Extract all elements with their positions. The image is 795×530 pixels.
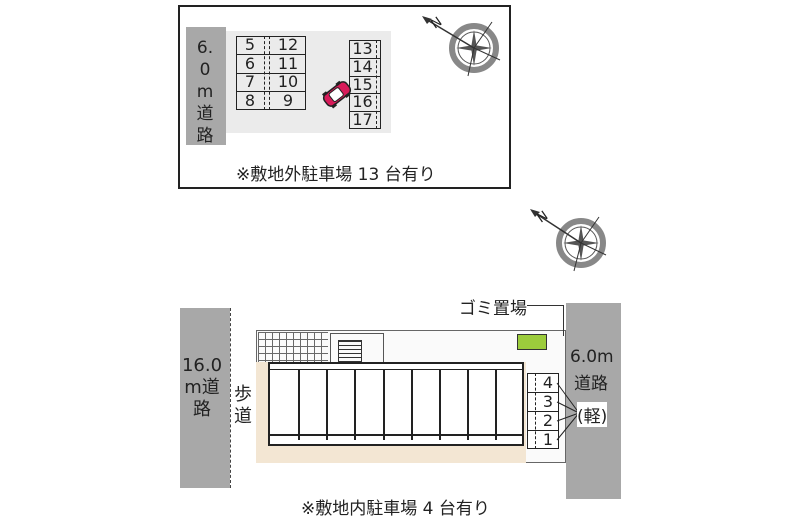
top-parking-lot [226,31,391,133]
unit-divider [354,370,356,440]
onsite-parking-caption: ※敷地内駐車場 4 台有り [301,499,490,519]
parking-slot-17: 17 [352,110,373,129]
parking-slot-16: 16 [352,92,373,111]
parking-slot-14: 14 [352,57,373,76]
top-road [186,27,226,145]
parking-slot-9: 9 [282,91,294,110]
garbage-area [517,334,547,350]
parking-grid-left: 5 12 6 11 7 10 8 9 [236,36,306,110]
parking-space-4: 4 [542,373,554,392]
parking-slot-11: 11 [277,54,299,73]
car-icon [322,80,352,109]
corridor-line [268,369,524,370]
apartment-building [268,362,524,446]
unit-divider [467,370,469,440]
parking-slot-13: 13 [352,39,373,58]
parking-space-2: 2 [542,411,554,430]
side-road-label-2: 道路 [574,374,608,394]
unit-divider [298,370,300,440]
unit-divider [411,370,413,440]
kei-car-label: (軽) [577,402,608,427]
top-road-label: 6.0m道路 [196,38,214,146]
parking-grid-right: 13 14 15 16 17 [349,40,381,129]
unit-divider [326,370,328,440]
parking-slot-6: 6 [244,54,256,73]
garbage-label-leader [527,305,564,336]
unit-divider [495,370,497,440]
unit-divider [439,370,441,440]
kei-leader-lines [556,382,580,441]
parking-slot-7: 7 [244,72,256,91]
fence-grid [258,332,328,362]
sidewalk [230,308,257,488]
parking-slot-15: 15 [352,75,373,94]
parking-slot-8: 8 [244,91,256,110]
parking-slot-5: 5 [244,35,256,54]
parking-space-3: 3 [542,392,554,411]
side-road [566,303,621,499]
parking-slot-10: 10 [277,72,299,91]
offsite-parking-panel [178,5,511,189]
parking-slot-12: 12 [277,35,299,54]
offsite-parking-caption: ※敷地外駐車場 13 台有り [236,165,436,185]
compass-icon-bottom [530,209,607,272]
compass-icon [422,16,501,77]
garbage-label: ゴミ置場 [459,294,527,319]
entrance-frame [330,333,384,365]
side-road-label-1: 6.0m [570,347,614,367]
sidewalk-label: 歩道 [234,384,252,427]
main-road [180,308,230,488]
parking-space-1: 1 [542,430,554,449]
main-road-label: 16.0m道路 [181,355,223,420]
balcony-line [268,434,524,436]
unit-divider [383,370,385,440]
